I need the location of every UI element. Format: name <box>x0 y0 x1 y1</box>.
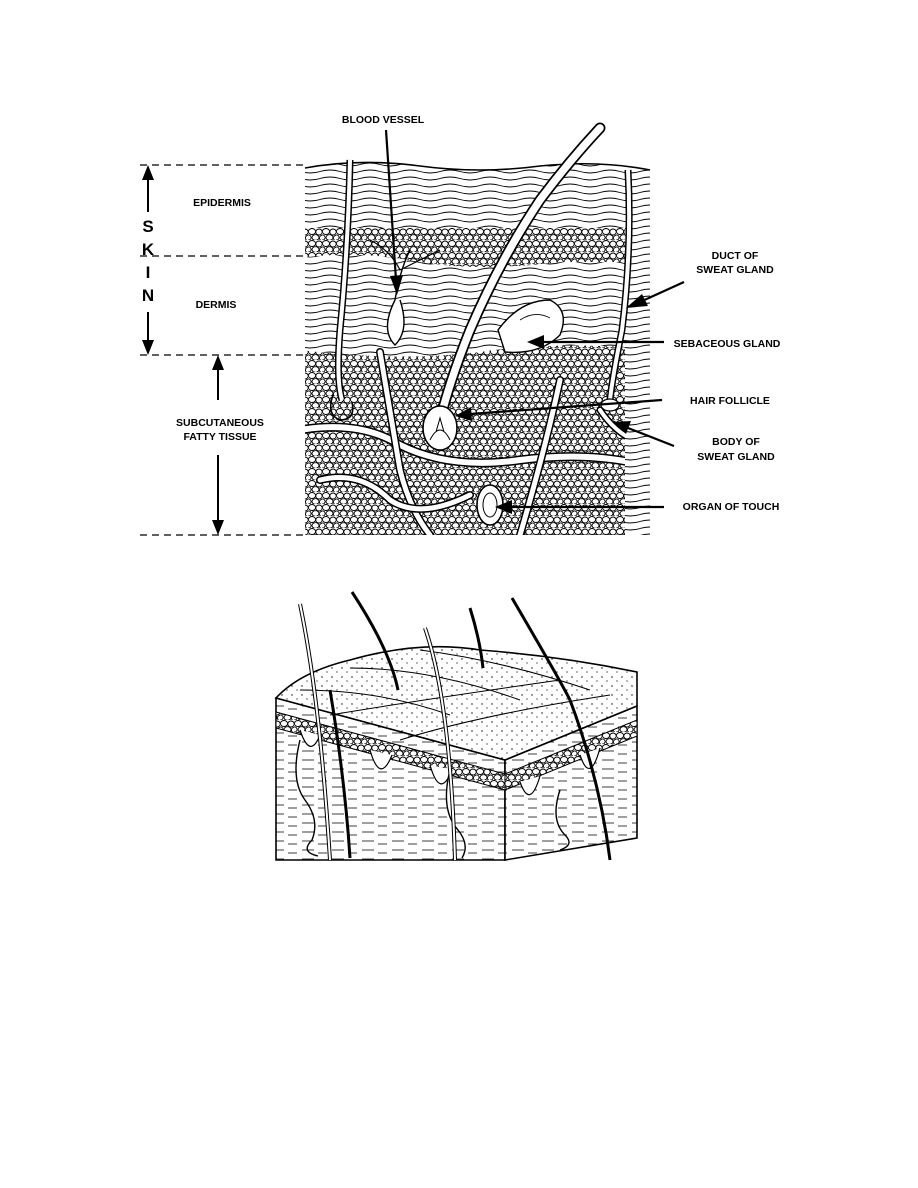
label-sebaceous-gland: SEBACEOUS GLAND <box>674 338 781 350</box>
arrowhead-icon <box>613 421 631 434</box>
hair-follicle-bulb <box>422 405 458 451</box>
arrow-up-icon <box>142 165 154 180</box>
blood-vessel <box>369 239 441 346</box>
skin-letter-k: K <box>142 240 155 259</box>
sebaceous-gland <box>497 299 564 354</box>
organ-of-touch <box>476 484 504 526</box>
arrow-up-icon <box>212 355 224 370</box>
label-organ-of-touch: ORGAN OF TOUCH <box>683 501 780 513</box>
label-duct-line2: SWEAT GLAND <box>696 264 774 276</box>
sweat-gland-duct-right <box>600 169 633 412</box>
label-duct-line1: DUCT OF <box>712 250 759 262</box>
label-blood-vessel: BLOOD VESSEL <box>342 114 425 126</box>
arrowhead-icon <box>455 407 472 421</box>
label-body-line2: SWEAT GLAND <box>697 451 775 463</box>
subcutaneous-bracket <box>212 355 224 535</box>
skin-letter-n: N <box>142 286 154 305</box>
arrowhead-icon <box>626 294 648 308</box>
layer-guide-lines <box>140 164 305 536</box>
pointer-body-sweat-gland <box>627 426 675 448</box>
tissue-layers <box>305 162 650 535</box>
hair-shaft <box>434 122 606 426</box>
pointer-hair-follicle <box>469 398 663 416</box>
arrowhead-icon <box>495 500 512 514</box>
label-hair-follicle: HAIR FOLLICLE <box>690 395 770 407</box>
skin-letter-i: I <box>146 263 151 282</box>
label-subcutaneous-line1: SUBCUTANEOUS <box>176 417 264 429</box>
sweat-gland-duct-left <box>329 159 354 421</box>
arrowhead-icon <box>390 275 403 295</box>
arrowhead-icon <box>527 335 544 349</box>
arrow-down-icon <box>212 520 224 535</box>
label-body-line1: BODY OF <box>712 436 760 448</box>
label-subcutaneous-line2: FATTY TISSUE <box>183 431 256 443</box>
skin-surface <box>304 161 651 171</box>
pointer-duct <box>639 280 685 304</box>
pointer-blood-vessel <box>384 129 398 281</box>
epidermis-layer <box>305 162 650 230</box>
arrow-down-icon <box>142 340 154 355</box>
label-epidermis: EPIDERMIS <box>193 197 251 209</box>
skin-bracket: S K I N <box>142 165 155 355</box>
label-dermis: DERMIS <box>196 299 237 311</box>
skin-letter-s: S <box>142 217 153 236</box>
